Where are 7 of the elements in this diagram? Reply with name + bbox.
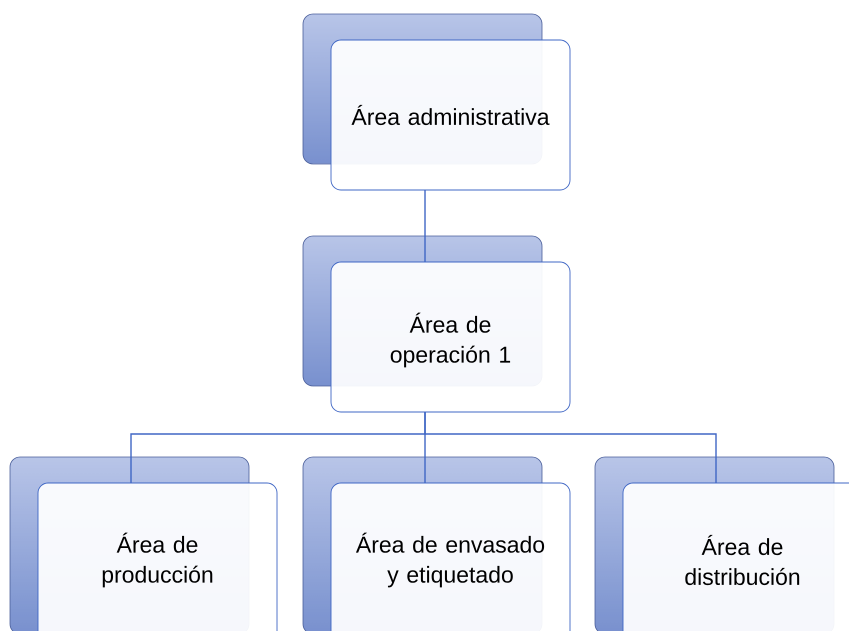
org-box: Área de operación 1 (302, 236, 570, 412)
org-box: Área administrativa (302, 14, 570, 190)
org-box: Área de envasado y etiquetado (302, 456, 570, 631)
org-box: Área de distribución (594, 456, 849, 631)
org-box: Área de producción (10, 456, 278, 631)
connector-line (424, 412, 717, 483)
connector-line (424, 190, 426, 262)
